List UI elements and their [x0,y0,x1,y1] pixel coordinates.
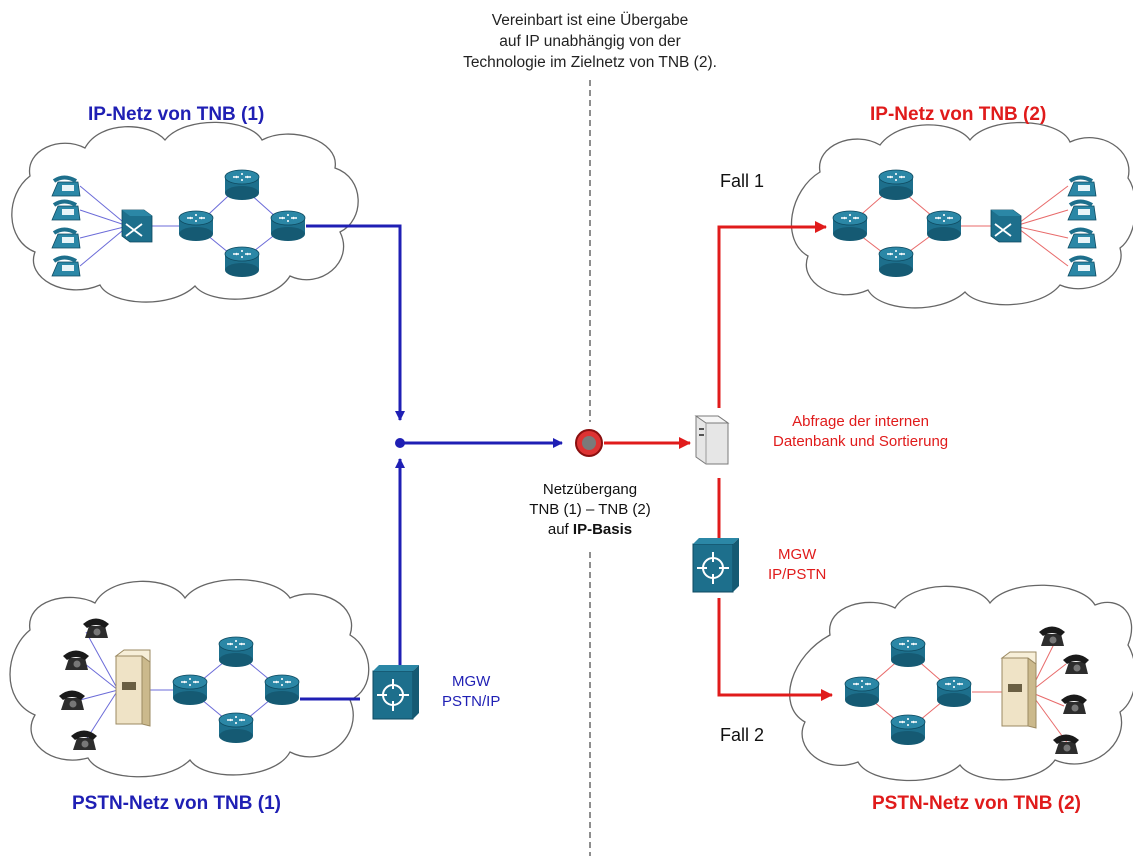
mgw-left-label: MGW PSTN/IP [442,672,500,712]
router-icon [218,712,254,744]
gateway-label-line: auf IP-Basis [515,520,665,540]
red-connection [604,221,833,701]
router-icon [890,636,926,668]
blue-connection [300,224,563,701]
mgw-left-label-line: MGW [452,673,491,690]
network-title-ip-tnb2: IP-Netz von TNB (2) [870,104,1047,125]
mgw-right-label-line: MGW [778,546,817,563]
router-icon [270,210,306,242]
gateway-label-line: Netzübergang [542,481,638,498]
network-title-pstn-tnb1: PSTN-Netz von TNB (1) [72,793,281,814]
router-icon [878,246,914,278]
gateway-node-core [582,436,596,450]
top-note: Vereinbart ist eine Übergabe auf IP unab… [0,10,1133,73]
router-icon [878,169,914,201]
router-icon [224,246,260,278]
mgw-left-label-line: PSTN/IP [442,693,501,710]
media-gateway-icon [372,664,420,720]
router-icon [264,674,300,706]
router-icon [224,169,260,201]
server-icon [695,415,729,465]
router-icon [832,210,868,242]
router-icon [218,636,254,668]
network-title-ip-tnb1: IP-Netz von TNB (1) [88,104,265,125]
switch-icon [121,209,153,243]
mgw-right-label: MGW IP/PSTN [768,545,826,585]
router-icon [926,210,962,242]
switch-icon [990,209,1022,243]
top-note-line: Technologie im Zielnetz von TNB (2). [463,54,717,71]
case-label-fall1: Fall 1 [720,171,765,191]
top-note-line: Vereinbart ist eine Übergabe [491,12,689,29]
pbx-icon [115,649,151,727]
router-icon [890,714,926,746]
network-title-pstn-tnb2: PSTN-Netz von TNB (2) [872,793,1081,814]
gateway-label-bold: IP-Basis [572,521,633,538]
mgw-right-label-line: IP/PSTN [768,566,827,583]
router-icon [844,676,880,708]
router-icon [172,674,208,706]
pbx-icon [1001,651,1037,729]
server-label-line: Abfrage der internen [792,413,929,430]
server-label-line: Datenbank und Sortierung [773,433,949,450]
server-label: Abfrage der internen Datenbank und Sorti… [773,412,948,452]
gateway-label: Netzübergang TNB (1) – TNB (2) auf IP-Ba… [515,480,665,540]
router-icon [936,676,972,708]
cloud-icon [11,121,359,303]
case-label-fall2: Fall 2 [720,725,765,745]
top-note-line: auf IP unabhängig von der [499,33,681,50]
gateway-label-prefix: auf [547,521,573,538]
cloud-icon [791,121,1133,309]
junction-node [395,438,405,448]
router-icon [178,210,214,242]
media-gateway-icon [692,537,740,593]
gateway-label-line: TNB (1) – TNB (2) [529,501,651,518]
